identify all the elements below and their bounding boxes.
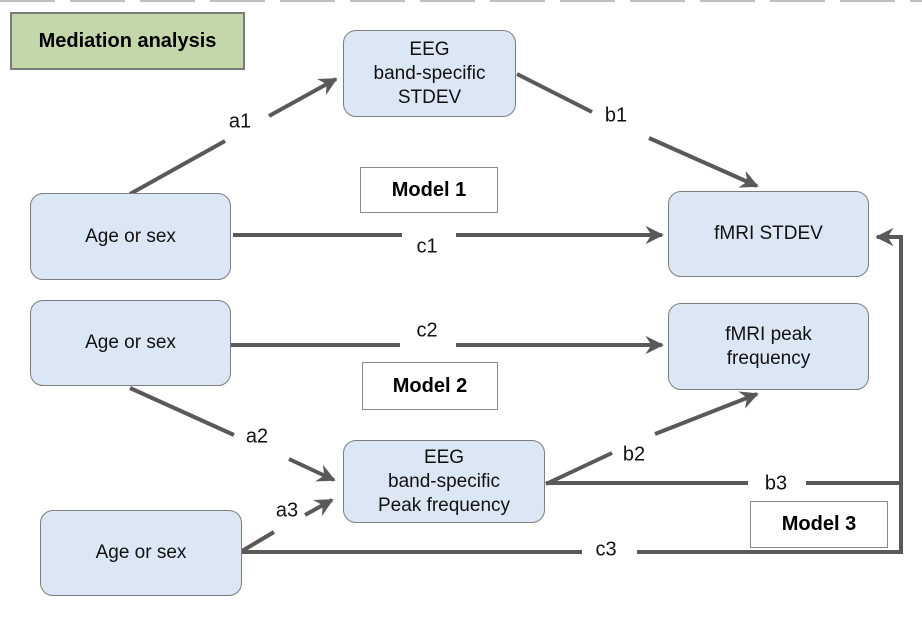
node-age-or-sex-model2: Age or sex bbox=[30, 300, 231, 386]
node-age-or-sex-model3: Age or sex bbox=[40, 510, 242, 596]
node-fmri-stdev: fMRI STDEV bbox=[668, 191, 869, 277]
node-label: Age or sex bbox=[85, 332, 176, 353]
node-age-or-sex-model1: Age or sex bbox=[30, 193, 231, 280]
diagram-title: Mediation analysis bbox=[38, 29, 217, 52]
model1-label: Model 1 bbox=[391, 178, 467, 201]
edge-label-b3: b3 bbox=[764, 472, 788, 495]
arrow-a3 bbox=[240, 498, 334, 553]
arrow-a2 bbox=[129, 386, 336, 482]
edge-label-a3: a3 bbox=[275, 499, 299, 522]
node-label: fMRI STDEV bbox=[714, 223, 823, 244]
edge-label-b2: b2 bbox=[622, 443, 646, 466]
arrow-b2 bbox=[545, 391, 759, 486]
model2-box: Model 2 bbox=[362, 362, 498, 410]
edge-label-a2: a2 bbox=[245, 425, 269, 448]
edge-label-c2: c2 bbox=[416, 319, 438, 342]
edge-label-c1: c1 bbox=[416, 235, 438, 258]
node-label: fMRI peak frequency bbox=[725, 323, 812, 369]
node-label: EEG band-specific Peak frequency bbox=[377, 446, 511, 516]
diagram-title-badge: Mediation analysis bbox=[10, 12, 245, 70]
arrow-b1 bbox=[516, 72, 759, 188]
edge-label-c3: c3 bbox=[595, 538, 617, 561]
node-label: EEG band-specific STDEV bbox=[373, 38, 486, 108]
model3-label: Model 3 bbox=[781, 513, 857, 535]
model3-box: Model 3 bbox=[750, 501, 888, 548]
node-label: Age or sex bbox=[85, 225, 176, 247]
node-label: Age or sex bbox=[95, 542, 187, 563]
top-dashed-border bbox=[0, 0, 922, 2]
model1-box: Model 1 bbox=[360, 167, 498, 213]
edge-label-a1: a1 bbox=[228, 110, 252, 133]
node-eeg-band-specific-peak-frequency: EEG band-specific Peak frequency bbox=[343, 440, 545, 523]
arrow-a1 bbox=[129, 77, 338, 196]
node-eeg-band-specific-stdev: EEG band-specific STDEV bbox=[343, 30, 516, 117]
model2-label: Model 2 bbox=[392, 374, 468, 397]
arrow-riser-to-fmri-stdev bbox=[875, 227, 903, 554]
edge-label-b1: b1 bbox=[604, 104, 628, 127]
node-fmri-peak-frequency: fMRI peak frequency bbox=[668, 303, 869, 390]
